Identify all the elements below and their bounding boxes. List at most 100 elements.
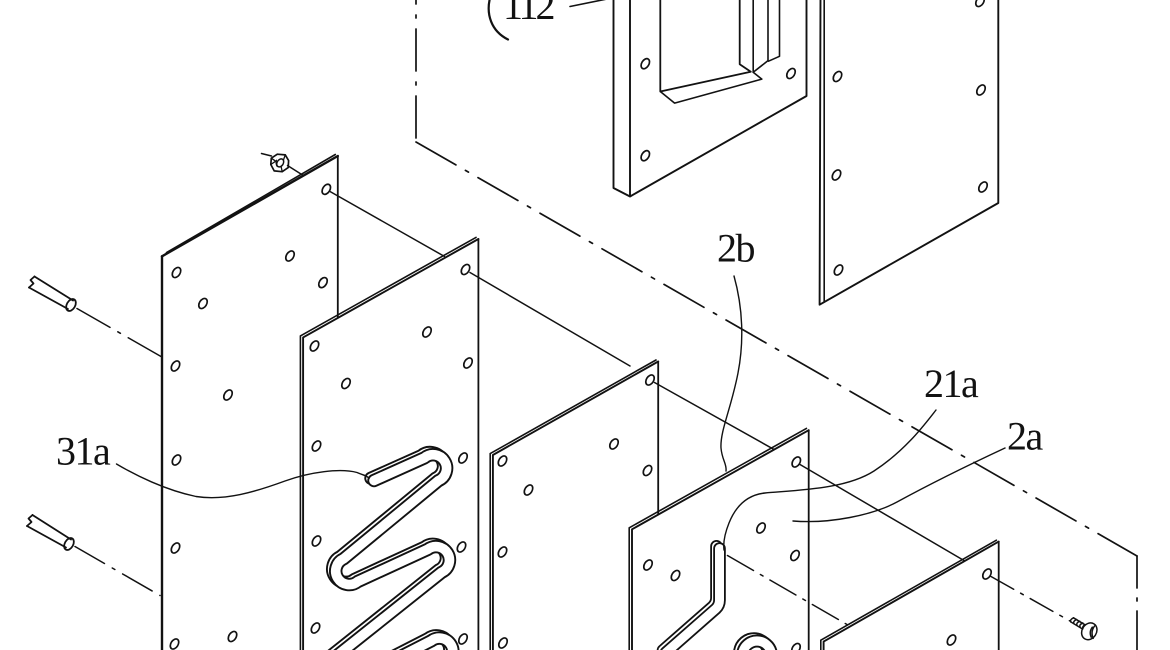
drawing-line [613, 0, 807, 197]
label-31a: 31a [56, 429, 111, 474]
drawing-line [260, 152, 273, 157]
bolt-hole [310, 622, 321, 634]
drawing-line [662, 544, 724, 650]
plate-with-holes-near-edges [491, 360, 660, 650]
bolt-hole [790, 642, 802, 650]
bolt-hole [1080, 622, 1098, 641]
bolt-hole [317, 276, 329, 289]
label-112-leader [569, 0, 607, 8]
bolt-hole [275, 158, 285, 168]
label-21a-leader [723, 409, 937, 551]
bolt-hole [170, 360, 181, 372]
bolt-hole [975, 84, 987, 96]
bolt-hole [832, 70, 843, 83]
flange-outline [612, 0, 808, 198]
bolt-hole [169, 638, 180, 650]
drawing-line [28, 275, 36, 289]
bolt-hole [977, 181, 989, 193]
bottom-right-plate [820, 539, 1000, 650]
plate-with-holes [489, 359, 660, 650]
drawing-line [162, 156, 338, 650]
bent-channel-slot [656, 539, 778, 650]
label-2a: 2a [1007, 414, 1044, 459]
bolt-hole [311, 535, 322, 547]
bolt-axis-seg-p2-p3 [469, 271, 631, 367]
drawing-line [28, 275, 74, 310]
bolt-hole [309, 340, 320, 352]
bent-channel-plate [628, 427, 848, 650]
end-plate-left [160, 153, 339, 650]
drawing-line [492, 361, 659, 650]
label-112-bracket [487, 0, 510, 41]
pipe-upper [28, 275, 162, 358]
bolt-hole [833, 264, 844, 276]
bent-channel-plate-far-edges [628, 427, 808, 650]
bolt-axis-seg-p3-p4 [653, 381, 794, 461]
bolt-hole [227, 630, 238, 643]
drawing-line [269, 153, 290, 173]
bolt-hole [497, 637, 509, 649]
serpentine-plate-far-edges [299, 236, 477, 650]
label-112: 112 [503, 0, 554, 28]
serpentine-slot [326, 445, 460, 650]
drawing-line [1089, 625, 1096, 640]
channel-axis [726, 554, 848, 626]
bolt-hole [456, 541, 467, 553]
bolt-hole [831, 169, 842, 181]
bent-channel-plate-near-edges [631, 429, 810, 650]
drawing-line [738, 636, 776, 650]
bolt-hole [457, 452, 469, 464]
pipe-upper-axis [76, 307, 162, 358]
drawing-line [330, 449, 455, 650]
bolt-hole [457, 633, 469, 645]
bolt-hole [755, 522, 767, 534]
bolt-hole [63, 537, 75, 551]
drawing-line [823, 541, 999, 650]
bolt-hole [523, 484, 534, 496]
end-plate-left-top-edge [160, 154, 339, 258]
bottom-right-plate-holes [946, 568, 993, 646]
serpentine-plate-holes [309, 263, 474, 645]
bolt-hole [171, 454, 182, 466]
drawing-line [1069, 617, 1087, 630]
bolt-hole [340, 377, 352, 390]
pipe-lower [26, 514, 161, 597]
drawing-line [632, 430, 809, 650]
drawing-line [26, 514, 34, 527]
screw [990, 575, 1098, 641]
drawing-line [819, 0, 999, 305]
drawing-line [270, 154, 286, 173]
drawing-line [659, 0, 752, 93]
top-right-plate-holes [831, 0, 989, 276]
bolt-hole [197, 297, 209, 310]
top-right-plate [818, 0, 1000, 306]
bottom-right-plate-far-edges [820, 539, 998, 650]
plate-with-holes-far-edges [489, 359, 657, 650]
bolt-hole [644, 374, 656, 386]
bolt-hole [284, 250, 296, 262]
label-2b: 2b [717, 226, 755, 271]
bolt-hole [974, 0, 986, 8]
flange-holes [640, 57, 797, 162]
flange-block [612, 0, 808, 198]
bolt-hole [497, 455, 508, 467]
bolt-hole [640, 149, 651, 162]
bolt-hole [608, 438, 620, 450]
bolt-hole [462, 357, 474, 369]
drawing-line [415, 141, 1138, 557]
serpentine-plate [299, 236, 480, 650]
drawing-group [1069, 617, 1098, 641]
bolt-hole [65, 298, 77, 312]
serpentine-plate-near-edges [302, 238, 480, 650]
end-plate-left-top-edge-far [165, 153, 337, 254]
bolt-hole [642, 464, 653, 477]
bolt-hole [642, 559, 654, 571]
top-right-plate-near-edges [818, 0, 1000, 306]
phantom-axis [415, 0, 1138, 650]
drawing-line [275, 159, 278, 168]
bottom-right-plate-near-edges [822, 540, 1000, 650]
bolt-hole [311, 440, 322, 452]
bolt-hole [222, 389, 234, 401]
